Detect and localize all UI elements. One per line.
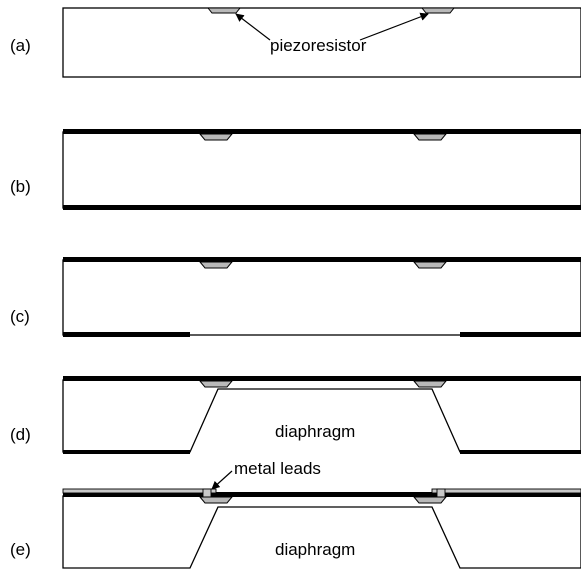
piezoresistor-right [412,496,448,504]
step-label: (a) [10,36,31,55]
step-e: (e) metal leads diaphragm [10,459,581,569]
metal-leads-label: metal leads [234,459,321,478]
piezoresistor-label: piezoresistor [270,36,367,55]
piezoresistor-right [420,7,456,14]
piezoresistor-left [206,7,242,14]
metal-leads-arrow [211,470,233,490]
bottom-oxide-mask-right [460,450,581,454]
diaphragm-label: diaphragm [275,422,355,441]
bottom-oxide-layer [63,205,581,210]
silicon-substrate [62,131,581,209]
piezoresistor-right [412,133,448,141]
top-oxide-layer [63,257,581,262]
metal-lead-right [431,488,581,494]
bottom-oxide-mask-right [460,332,581,337]
piezoresistor-left [198,133,234,141]
step-d: (d) diaphragm [10,376,581,454]
piezoresistor-left [198,496,234,504]
piezoresistor-right [412,261,448,269]
piezoresistor-left [198,261,234,269]
callout-arrow-left [235,13,271,41]
metal-lead-left [62,488,217,494]
bottom-oxide-mask-left [63,332,190,337]
step-b: (b) [10,129,581,210]
top-oxide-layer [63,376,581,381]
silicon-substrate [62,7,581,78]
piezoresistor-left [198,380,234,388]
diaphragm-label: diaphragm [275,540,355,559]
step-label: (e) [10,540,31,559]
step-c: (c) [10,257,581,337]
callout-arrow-right [359,12,429,41]
step-label: (b) [10,177,31,196]
step-a: (a) piezoresistor [10,7,581,78]
top-oxide-layer [63,492,581,497]
piezoresistor-right [412,380,448,388]
etched-silicon-body [62,379,581,453]
etched-silicon-body [62,495,581,569]
bottom-oxide-mask-left [63,450,190,454]
silicon-substrate [62,259,581,336]
top-oxide-layer [63,129,581,134]
step-label: (c) [10,307,30,326]
step-label: (d) [10,425,31,444]
